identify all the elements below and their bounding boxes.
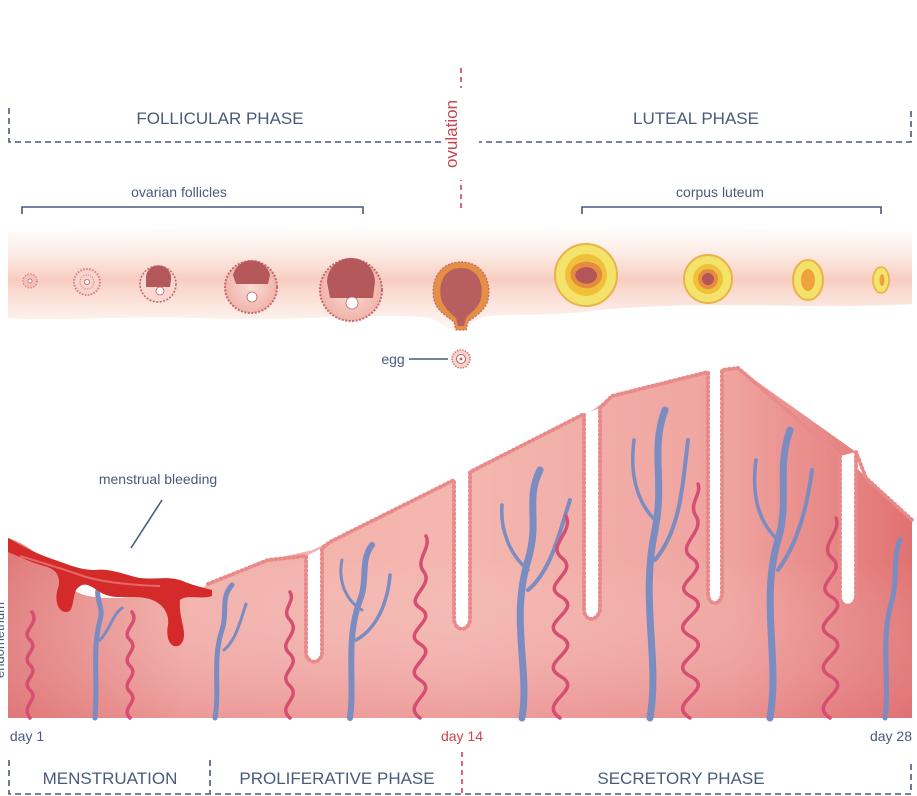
corpus-luteum-1 bbox=[554, 243, 618, 307]
corpus-luteum-4 bbox=[872, 266, 890, 294]
top-phase-brackets bbox=[8, 108, 912, 143]
corpus-luteum-2 bbox=[683, 254, 733, 304]
follicle-1 bbox=[22, 273, 38, 289]
bleeding-pointer-line bbox=[130, 499, 163, 549]
corpus-luteum-label: corpus luteum bbox=[676, 184, 764, 200]
day-28-label: day 28 bbox=[870, 728, 912, 744]
secretory-phase-label: SECRETORY PHASE bbox=[597, 769, 764, 788]
follicle-2 bbox=[73, 268, 101, 296]
endometrium-side-label: endometrium bbox=[0, 602, 7, 678]
ovulation-label: ovulation bbox=[442, 100, 461, 168]
ovulation-label-bg bbox=[443, 88, 479, 180]
menstruation-label: MENSTRUATION bbox=[43, 769, 178, 788]
follicular-bracket bbox=[8, 108, 446, 143]
luteal-phase-label: LUTEAL PHASE bbox=[633, 109, 759, 128]
menstrual-blood bbox=[8, 538, 212, 647]
corpus-luteum-bracket bbox=[581, 206, 882, 214]
luteal-bracket bbox=[476, 108, 912, 143]
follicular-phase-label: FOLLICULAR PHASE bbox=[136, 109, 303, 128]
egg bbox=[451, 349, 471, 369]
ovarian-follicles-bracket bbox=[21, 206, 364, 214]
menstrual-bleeding-label: menstrual bleeding bbox=[99, 471, 217, 487]
follicle-3 bbox=[139, 265, 177, 303]
proliferative-phase-label: PROLIFERATIVE PHASE bbox=[239, 769, 434, 788]
follicle-4 bbox=[224, 260, 278, 314]
egg-label: egg bbox=[381, 351, 404, 367]
ovulating-follicle bbox=[432, 261, 490, 331]
endometrial-glands bbox=[25, 482, 840, 720]
follicle-5 bbox=[319, 258, 383, 322]
day-1-label: day 1 bbox=[10, 728, 44, 744]
corpus-luteum-3 bbox=[792, 259, 824, 301]
blood-vessels bbox=[92, 406, 903, 722]
bottom-phase-brackets bbox=[8, 760, 912, 795]
ovarian-follicles-label: ovarian follicles bbox=[131, 184, 227, 200]
day-14-label: day 14 bbox=[441, 728, 483, 744]
